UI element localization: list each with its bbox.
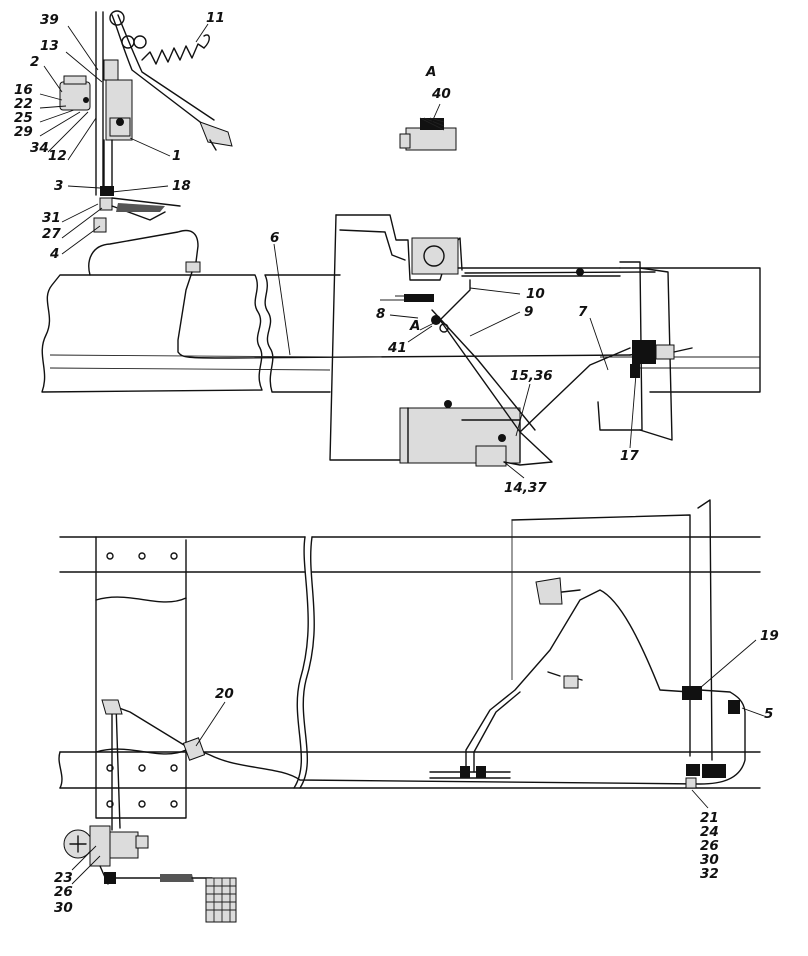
callout-24: 24 <box>700 824 719 840</box>
callout-26b: 26 <box>700 838 719 854</box>
callout-A2: A <box>409 318 420 334</box>
callout-23: 23 <box>54 870 73 886</box>
brake-lines-lower <box>101 577 746 831</box>
callout-30a: 30 <box>54 900 73 916</box>
upper-frame-rail <box>41 267 761 393</box>
callout-3: 3 <box>54 178 63 194</box>
callout-34: 34 <box>30 140 49 156</box>
callout-17: 17 <box>620 448 639 464</box>
callout-22: 22 <box>14 96 33 112</box>
callout-21: 21 <box>700 810 719 826</box>
callout-6: 6 <box>270 230 279 246</box>
clutch-line-6 <box>88 229 649 359</box>
leader-lines <box>39 23 765 885</box>
callout-32: 32 <box>700 866 719 882</box>
callout-1: 1 <box>172 148 181 164</box>
gearbox-housing <box>329 214 673 467</box>
callout-9: 9 <box>524 304 533 320</box>
callout-29: 29 <box>14 124 33 140</box>
lower-frame <box>58 499 761 819</box>
callout-41: 41 <box>387 340 407 356</box>
callout-26a: 26 <box>54 884 73 900</box>
callout-16: 16 <box>14 82 33 98</box>
callout-39: 39 <box>40 12 59 28</box>
callout-2: 2 <box>30 54 39 70</box>
brake-pedal-assembly <box>63 825 237 923</box>
callout-11: 11 <box>206 10 225 26</box>
callout-4: 4 <box>49 246 59 262</box>
callout-31: 31 <box>42 210 61 226</box>
callout-10: 10 <box>526 286 545 302</box>
callout-40: 40 <box>431 86 451 102</box>
callout-1536: 15,36 <box>510 368 553 384</box>
view-a-label: A <box>425 64 436 80</box>
callout-18: 18 <box>172 178 191 194</box>
callout-1437: 14,37 <box>504 480 547 496</box>
callout-30b: 30 <box>700 852 719 868</box>
clutch-pedal-assembly <box>59 10 233 233</box>
callout-20: 20 <box>215 686 234 702</box>
callout-5: 5 <box>764 706 773 722</box>
callout-19: 19 <box>760 628 779 644</box>
callout-7: 7 <box>578 304 588 320</box>
view-a-detail <box>399 117 457 151</box>
callout-8: 8 <box>376 306 385 322</box>
callout-12: 12 <box>48 148 67 164</box>
callout-13: 13 <box>40 38 59 54</box>
callout-25: 25 <box>14 110 33 126</box>
callout-27: 27 <box>42 226 61 242</box>
pipes-9-10 <box>431 268 693 466</box>
